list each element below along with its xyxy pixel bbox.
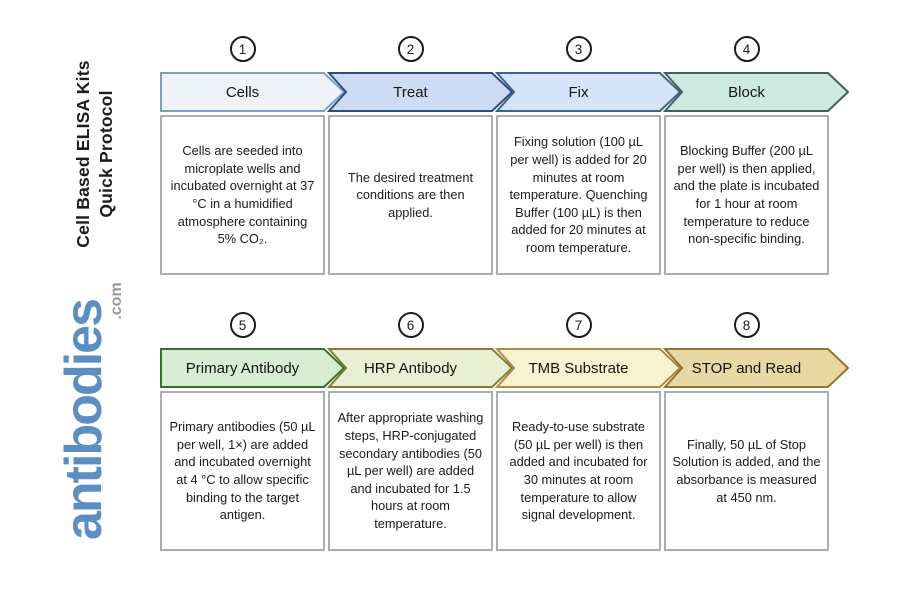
step-description: Blocking Buffer (200 µL per well) is the… xyxy=(673,143,820,247)
step-column: 8 STOP and Read Finally, 50 µL of Stop S… xyxy=(662,312,850,551)
step-description-box: Ready-to-use substrate (50 µL per well) … xyxy=(496,391,661,551)
step-column: 4 Block Blocking Buffer (200 µL per well… xyxy=(662,36,850,275)
step-description-box: Primary antibodies (50 µL per well, 1×) … xyxy=(160,391,325,551)
step-number: 6 xyxy=(406,317,415,333)
arrow-chevron-shape xyxy=(494,348,682,388)
step-column: 1 Cells Cells are seeded into microplate… xyxy=(160,36,346,275)
arrow-chevron-shape xyxy=(662,72,850,112)
step-description: Primary antibodies (50 µL per well, 1×) … xyxy=(169,419,316,523)
step-number: 2 xyxy=(406,41,415,57)
step-description-box: The desired treatment conditions are the… xyxy=(328,115,493,275)
step-number-badge: 8 xyxy=(733,312,760,338)
step-arrow: Block xyxy=(662,72,850,112)
step-number-badge: 5 xyxy=(229,312,256,338)
arrow-chevron-shape xyxy=(326,72,514,112)
step-description: Cells are seeded into microplate wells a… xyxy=(170,143,315,247)
step-description: After appropriate washing steps, HRP-con… xyxy=(337,410,484,532)
step-label: STOP and Read xyxy=(691,359,802,377)
step-label: Fix xyxy=(568,83,589,101)
step-number: 7 xyxy=(574,317,583,333)
step-description-box: Fixing solution (100 µL per well) is add… xyxy=(496,115,661,275)
step-number-badge: 6 xyxy=(397,312,424,338)
step-description-box: After appropriate washing steps, HRP-con… xyxy=(328,391,493,551)
step-number: 4 xyxy=(742,41,751,57)
arrow-chevron-shape xyxy=(160,72,346,112)
arrow-chevron-shape xyxy=(662,348,850,388)
step-label: Primary Antibody xyxy=(185,359,300,377)
step-number: 8 xyxy=(742,317,751,333)
step-description-box: Finally, 50 µL of Stop Solution is added… xyxy=(664,391,829,551)
step-number: 5 xyxy=(238,317,247,333)
step-description-box: Blocking Buffer (200 µL per well) is the… xyxy=(664,115,829,275)
step-number-badge: 3 xyxy=(565,36,592,62)
step-column: 7 TMB Substrate Ready-to-use substrate (… xyxy=(494,312,682,551)
antibodies-logo: antibodies xyxy=(55,299,113,541)
step-description: Ready-to-use substrate (50 µL per well) … xyxy=(509,419,648,523)
step-description-box: Cells are seeded into microplate wells a… xyxy=(160,115,325,275)
step-arrow: STOP and Read xyxy=(662,348,850,388)
title-line-1: Cell Based ELISA Kits xyxy=(73,60,93,248)
step-column: 5 Primary Antibody Primary antibodies (5… xyxy=(160,312,346,551)
step-arrow: Primary Antibody xyxy=(160,348,346,388)
title-line-2: Quick Protocol xyxy=(96,90,117,218)
step-number-badge: 2 xyxy=(397,36,424,62)
step-label: HRP Antibody xyxy=(363,359,458,377)
step-description: Finally, 50 µL of Stop Solution is added… xyxy=(672,436,821,505)
step-column: 2 Treat The desired treatment conditions… xyxy=(326,36,514,275)
step-number-badge: 4 xyxy=(733,36,760,62)
step-arrow: TMB Substrate xyxy=(494,348,682,388)
vertical-title: Cell Based ELISA Kits Quick Protocol xyxy=(72,29,120,279)
step-number-badge: 7 xyxy=(565,312,592,338)
arrow-chevron-shape xyxy=(160,348,346,388)
step-number-badge: 1 xyxy=(229,36,256,62)
step-label: Block xyxy=(728,83,765,101)
step-arrow: Cells xyxy=(160,72,346,112)
step-description: Fixing solution (100 µL per well) is add… xyxy=(509,134,648,256)
step-number: 3 xyxy=(574,41,583,57)
step-arrow: Treat xyxy=(326,72,514,112)
logo-com-suffix: .com xyxy=(108,282,125,320)
step-column: 6 HRP Antibody After appropriate washing… xyxy=(326,312,514,551)
arrow-chevron-shape xyxy=(494,72,682,112)
step-arrow: Fix xyxy=(494,72,682,112)
step-label: Cells xyxy=(225,83,260,101)
step-label: TMB Substrate xyxy=(528,359,629,377)
step-label: Treat xyxy=(393,83,428,101)
step-arrow: HRP Antibody xyxy=(326,348,514,388)
step-number: 1 xyxy=(238,41,247,57)
step-description: The desired treatment conditions are the… xyxy=(347,169,474,220)
step-column: 3 Fix Fixing solution (100 µL per well) … xyxy=(494,36,682,275)
arrow-chevron-shape xyxy=(326,348,514,388)
